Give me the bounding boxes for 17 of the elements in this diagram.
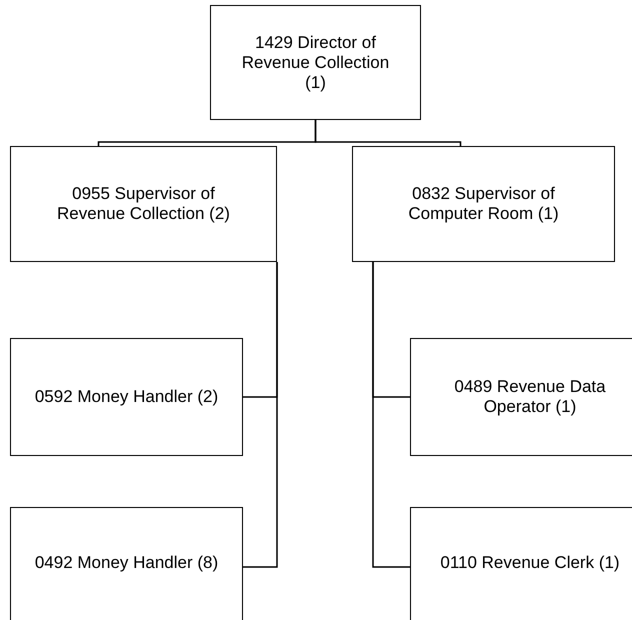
position-box (410, 338, 632, 456)
position-box (210, 5, 421, 120)
position-title: 0489 Revenue Data Operator (1) (453, 377, 607, 417)
position-title: 0955 Supervisor of Revenue Collection (2) (56, 184, 231, 224)
position-title: 0110 Revenue Clerk (1) (440, 553, 620, 573)
connector-line (243, 262, 278, 568)
position-box (10, 338, 243, 456)
connector-line (314, 120, 462, 146)
connector-line (372, 262, 410, 568)
position-box (352, 146, 615, 262)
position-title: 0832 Supervisor of Computer Room (1) (407, 184, 560, 224)
position-title: 0592 Money Handler (2) (34, 387, 218, 407)
position-box (10, 507, 243, 620)
position-box (10, 146, 277, 262)
position-title: 0492 Money Handler (8) (34, 553, 218, 573)
position-title: 1429 Director of Revenue Collection (1) (240, 32, 390, 92)
position-box (410, 507, 632, 620)
